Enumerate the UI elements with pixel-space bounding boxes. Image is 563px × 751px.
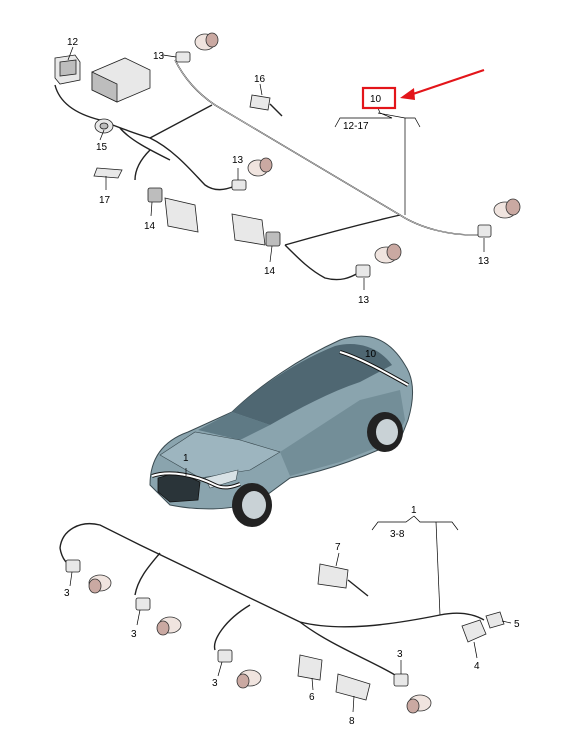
sensor-bottom-4 (393, 673, 432, 714)
callout-13c: 13 (478, 256, 490, 267)
callout-16: 16 (254, 74, 266, 85)
callout-14a: 14 (144, 221, 156, 232)
callout-15: 15 (96, 142, 108, 153)
callout-13a: 13 (153, 51, 165, 62)
front-harness-group: 3 3 3 3 4 5 6 7 8 1 3-8 (59, 505, 520, 727)
callout-6: 6 (309, 692, 315, 703)
car-callout-10: 10 (365, 349, 377, 360)
rear-harness-group: 12 13 13 13 13 14 14 15 16 17 10 12-17 (54, 32, 521, 306)
callout-3a: 3 (64, 588, 70, 599)
callout-4: 4 (474, 661, 480, 672)
callout-5: 5 (514, 619, 520, 630)
callout-3b: 3 (131, 629, 137, 640)
connector-housing (461, 619, 487, 643)
cable-clip (249, 94, 283, 117)
ultrasonic-module-left (147, 187, 199, 233)
callout-1-bracket: 1 (411, 505, 417, 516)
callout-3c: 3 (212, 678, 218, 689)
bracket-part (297, 654, 323, 681)
sensor-top-1 (175, 32, 219, 63)
callout-17: 17 (99, 195, 111, 206)
sensor-top-2 (231, 157, 273, 191)
range-12-17: 12-17 (343, 121, 369, 132)
range-3-8: 3-8 (390, 529, 405, 540)
sensor-bottom-2 (135, 597, 182, 636)
holder-part (335, 673, 371, 701)
highlight-box (361, 86, 397, 110)
callout-14b: 14 (264, 266, 276, 277)
car-illustration: 10 1 (149, 335, 413, 527)
callout-12: 12 (67, 37, 79, 48)
parking-aid-control-unit (54, 54, 151, 103)
callout-8: 8 (349, 716, 355, 727)
ground-connector (485, 611, 505, 629)
sensor-bottom-3 (217, 649, 262, 689)
red-arrow (400, 68, 485, 100)
car-callout-1: 1 (183, 453, 189, 464)
callout-13d: 13 (358, 295, 370, 306)
sensor-bottom-1 (65, 559, 112, 594)
holder-bracket (93, 167, 123, 179)
sensor-top-4 (355, 243, 402, 278)
callout-7: 7 (335, 542, 341, 553)
callout-3d: 3 (397, 649, 403, 660)
ultrasonic-module-right (231, 213, 281, 247)
callout-13b: 13 (232, 155, 244, 166)
sensor-top-3 (477, 198, 521, 238)
clip-part (317, 563, 369, 597)
callout-10-bracket: 10 (370, 94, 382, 105)
grommet-part (94, 118, 114, 134)
